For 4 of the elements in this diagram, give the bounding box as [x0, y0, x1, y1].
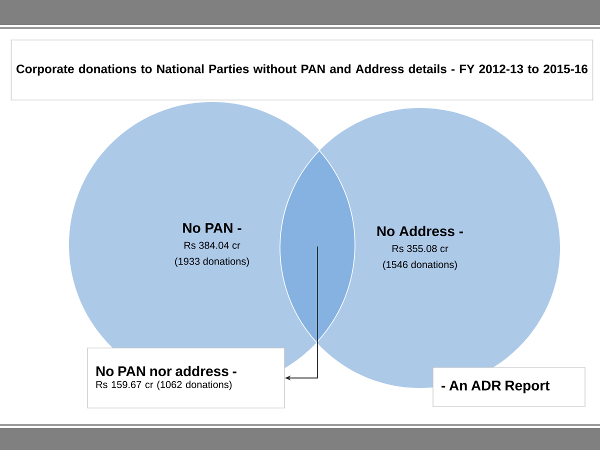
overlap-region — [280, 150, 356, 343]
text-box: No PAN nor address - Rs 159.67 cr (1062 donations) — [87, 348, 285, 408]
text-box: - An ADR Report — [432, 367, 586, 407]
title-box: Corporate donations to National Parties without PAN and Address details - FY 2012-13 to 2015-16 — [10, 40, 594, 100]
